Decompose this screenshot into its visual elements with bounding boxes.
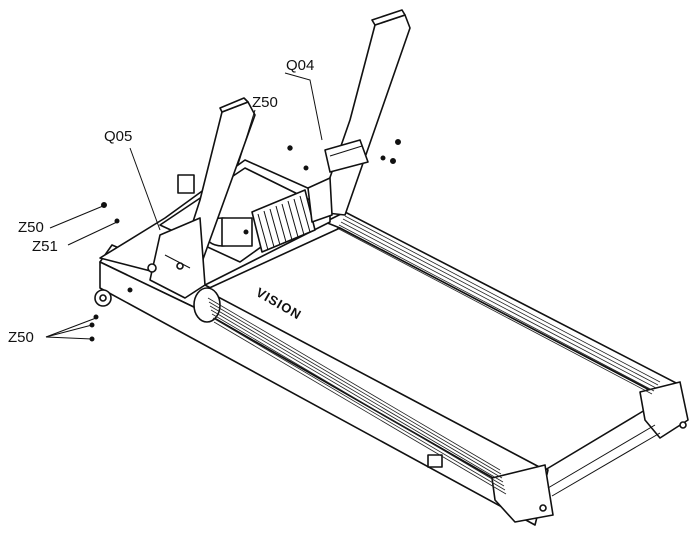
treadmill-base-frame: [94, 211, 689, 526]
right-side-rail-stripes: [336, 215, 661, 395]
callout-leader-lines: [45, 72, 323, 340]
callout-z50-left: Z50: [18, 219, 44, 236]
left-upright: [147, 97, 256, 299]
callout-q04: Q04: [286, 57, 314, 74]
callout-z50-bottom: Z50: [8, 329, 34, 346]
callout-z51: Z51: [32, 238, 58, 255]
fastener-screws: [89, 139, 401, 342]
left-side-rail-stripes: [207, 297, 507, 495]
callout-q05: Q05: [104, 128, 132, 145]
callout-z50-top: Z50: [252, 94, 278, 111]
right-upright: [307, 9, 411, 223]
